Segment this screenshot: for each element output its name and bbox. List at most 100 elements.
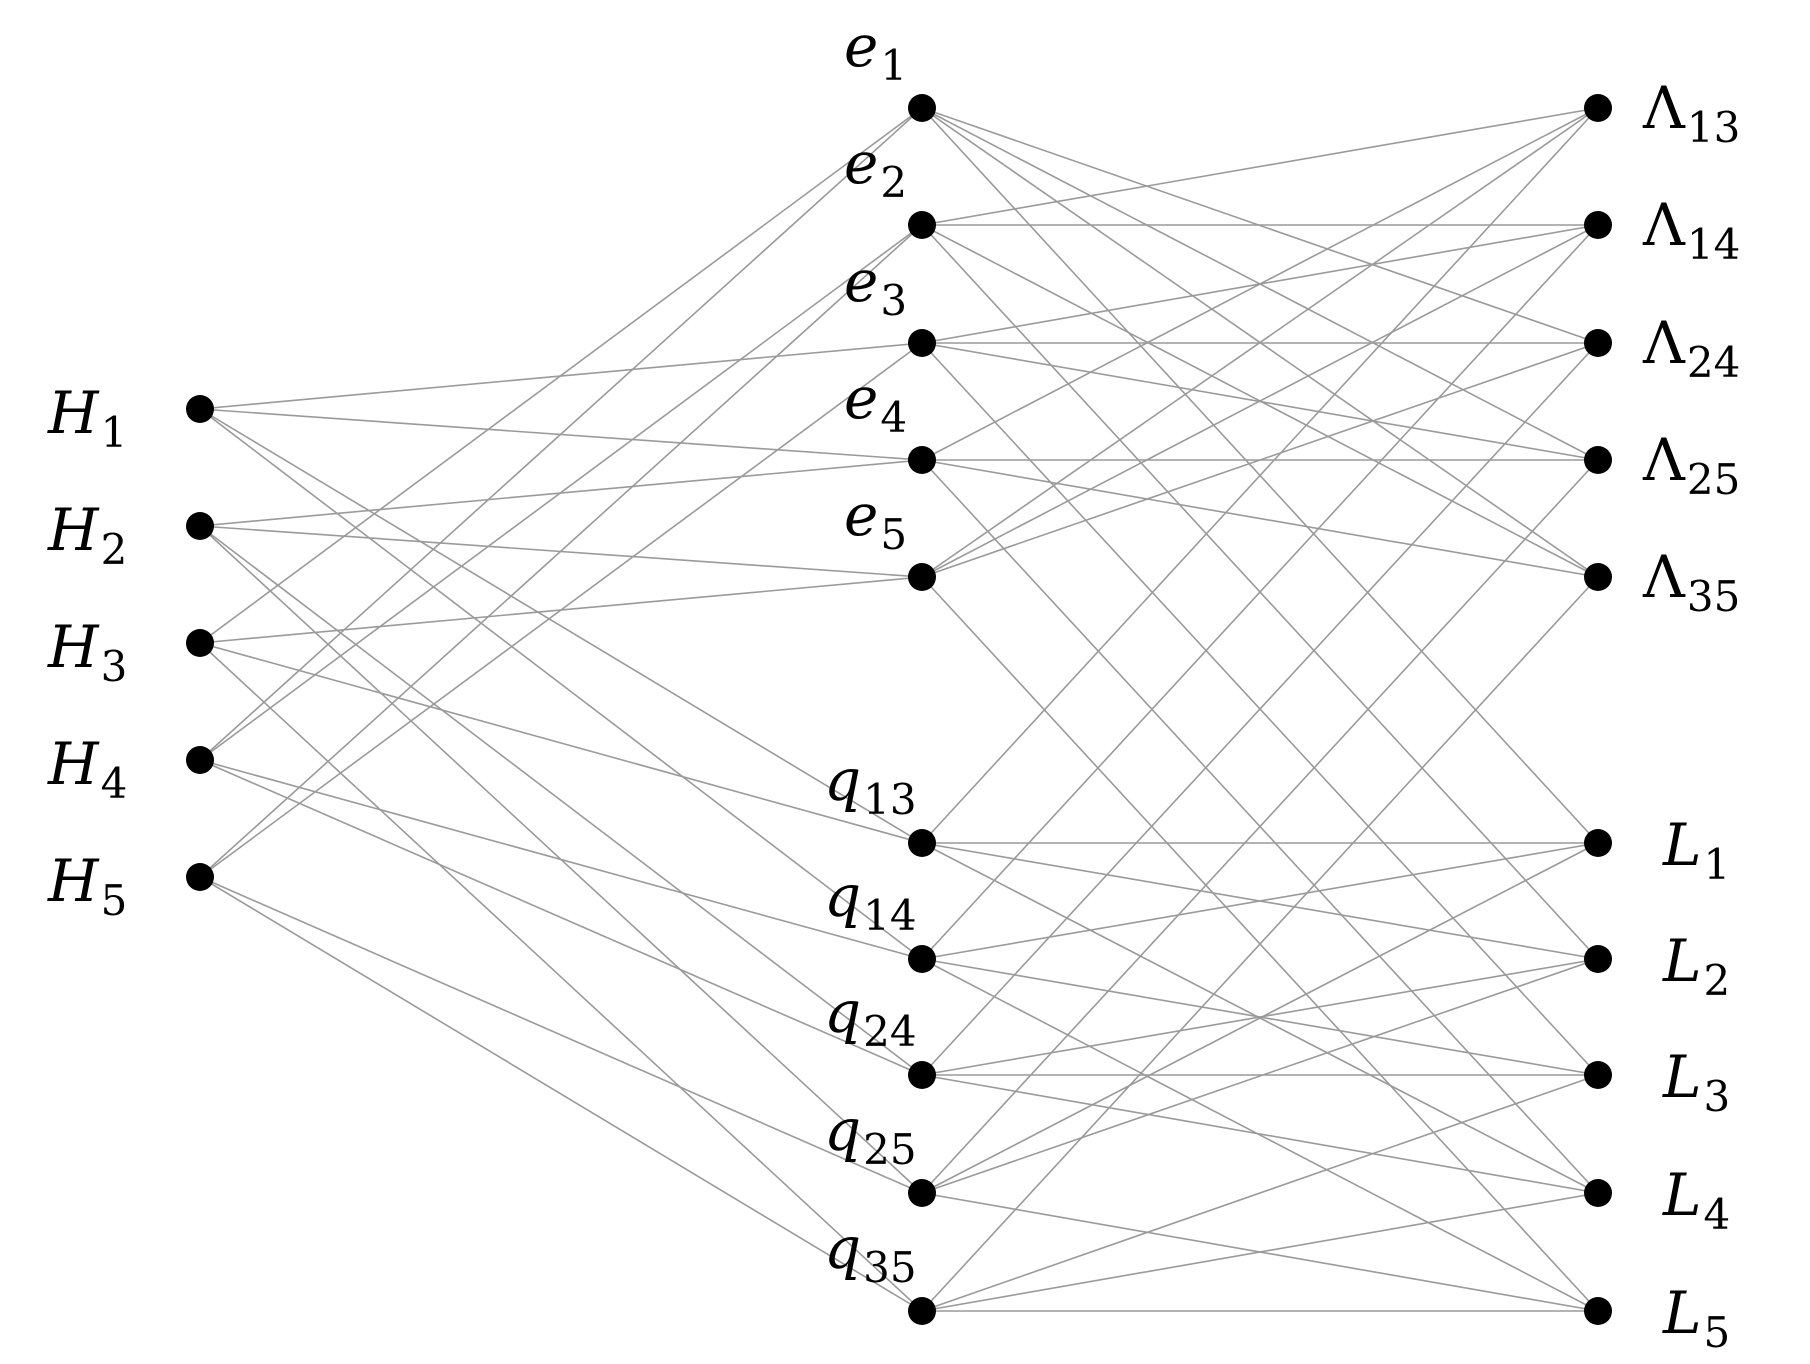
node-symbol: q xyxy=(824,746,861,814)
edge-q25-l1 xyxy=(921,842,1599,1194)
node-subscript: 14 xyxy=(863,891,916,940)
node-l4 xyxy=(1584,1179,1612,1207)
node-label-h1: H1 xyxy=(47,379,127,457)
node-subscript: 13 xyxy=(1687,103,1740,152)
edge-h4-e2 xyxy=(199,224,923,761)
edge-h5-q25 xyxy=(199,876,923,1194)
node-e3 xyxy=(908,329,936,357)
edge-h3-q35 xyxy=(199,642,923,1312)
node-symbol: Λ xyxy=(1642,191,1686,259)
edge-q35-lambda-35 xyxy=(921,576,1599,1312)
edge-h5-q35 xyxy=(199,876,923,1312)
node-l5 xyxy=(1584,1297,1612,1325)
node-label-e1: e1 xyxy=(844,12,907,90)
node-label-lambda-24: Λ24 xyxy=(1642,309,1740,387)
node-symbol: q xyxy=(824,978,861,1046)
node-label-l5: L5 xyxy=(1662,1279,1730,1357)
node-e2 xyxy=(908,211,936,239)
node-symbol: L xyxy=(1662,1161,1702,1229)
node-symbol: H xyxy=(47,379,100,447)
node-symbol: H xyxy=(47,730,100,798)
node-lambda-24 xyxy=(1584,329,1612,357)
node-subscript: 3 xyxy=(880,276,907,325)
node-symbol: Λ xyxy=(1642,309,1686,377)
node-subscript: 35 xyxy=(1687,572,1740,621)
edge-h4-e1 xyxy=(199,107,923,761)
node-symbol: e xyxy=(844,129,878,197)
node-subscript: 1 xyxy=(1704,840,1731,889)
node-subscript: 14 xyxy=(1687,220,1740,269)
node-h4 xyxy=(186,746,214,774)
node-subscript: 35 xyxy=(863,1243,916,1292)
node-label-e3: e3 xyxy=(844,247,907,325)
node-subscript: 3 xyxy=(101,642,128,691)
node-label-e5: e5 xyxy=(844,481,907,559)
edge-q25-lambda-25 xyxy=(921,459,1599,1194)
node-label-h5: H5 xyxy=(47,847,127,925)
node-subscript: 1 xyxy=(880,41,907,90)
node-label-q35: q35 xyxy=(824,1214,917,1292)
edges-layer xyxy=(199,107,1599,1312)
node-label-lambda-25: Λ25 xyxy=(1642,426,1740,504)
node-label-lambda-14: Λ14 xyxy=(1642,191,1740,269)
node-label-h2: H2 xyxy=(47,496,127,574)
edge-q14-l1 xyxy=(921,842,1599,960)
node-subscript: 5 xyxy=(101,876,128,925)
edge-h1-q13 xyxy=(199,408,923,844)
node-label-q25: q25 xyxy=(824,1096,917,1174)
node-lambda-25 xyxy=(1584,446,1612,474)
node-symbol: L xyxy=(1662,927,1702,995)
edge-e4-lambda-35 xyxy=(921,459,1599,578)
node-e4 xyxy=(908,446,936,474)
node-h1 xyxy=(186,395,214,423)
edge-h5-e3 xyxy=(199,342,923,878)
node-lambda-14 xyxy=(1584,211,1612,239)
node-subscript: 4 xyxy=(101,759,128,808)
node-label-l1: L1 xyxy=(1662,811,1730,889)
node-subscript: 24 xyxy=(1687,338,1740,387)
edge-h3-q13 xyxy=(199,642,923,844)
edge-q14-l5 xyxy=(921,958,1599,1312)
edge-q35-l4 xyxy=(921,1192,1599,1312)
edge-e5-lambda-14 xyxy=(921,224,1599,578)
node-subscript: 25 xyxy=(863,1125,916,1174)
nodes-layer xyxy=(186,94,1612,1325)
node-symbol: H xyxy=(47,847,100,915)
node-q35 xyxy=(908,1297,936,1325)
node-q13 xyxy=(908,829,936,857)
node-label-lambda-13: Λ13 xyxy=(1642,74,1740,152)
node-symbol: L xyxy=(1662,811,1702,879)
node-symbol: H xyxy=(47,496,100,564)
edge-q13-lambda-13 xyxy=(921,107,1599,844)
node-h2 xyxy=(186,512,214,540)
node-symbol: e xyxy=(844,364,878,432)
edge-q24-l4 xyxy=(921,1074,1599,1194)
edge-e4-lambda-13 xyxy=(921,107,1599,461)
node-h5 xyxy=(186,863,214,891)
node-q25 xyxy=(908,1179,936,1207)
node-label-e2: e2 xyxy=(844,129,907,207)
edge-e5-lambda-24 xyxy=(921,342,1599,578)
edge-h3-e1 xyxy=(199,107,923,644)
node-symbol: L xyxy=(1662,1279,1702,1347)
node-lambda-13 xyxy=(1584,94,1612,122)
node-e5 xyxy=(908,563,936,591)
node-subscript: 5 xyxy=(880,510,907,559)
node-label-h4: H4 xyxy=(47,730,127,808)
edge-h5-e2 xyxy=(199,224,923,878)
node-label-l3: L3 xyxy=(1662,1043,1730,1121)
node-label-q24: q24 xyxy=(824,978,917,1056)
node-subscript: 24 xyxy=(863,1007,916,1056)
edge-h2-q24 xyxy=(199,525,923,1076)
node-label-l4: L4 xyxy=(1662,1161,1730,1239)
labels-layer: H1H2H3H4H5e1e2e3e4e5q13q14q24q25q35Λ13Λ1… xyxy=(47,12,1740,1357)
node-subscript: 1 xyxy=(101,408,128,457)
edge-q24-lambda-24 xyxy=(921,342,1599,1076)
edge-q14-lambda-14 xyxy=(921,224,1599,960)
node-label-q14: q14 xyxy=(824,862,917,940)
node-l1 xyxy=(1584,829,1612,857)
node-subscript: 3 xyxy=(1704,1072,1731,1121)
node-symbol: Λ xyxy=(1642,543,1686,611)
node-label-q13: q13 xyxy=(824,746,917,824)
